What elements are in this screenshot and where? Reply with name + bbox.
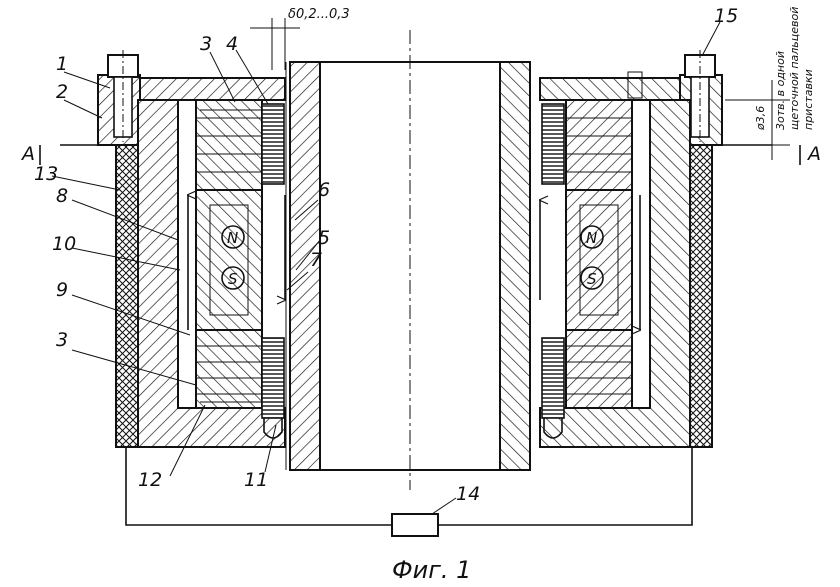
shaft-sleeve-right xyxy=(499,61,531,471)
label-15: 15 xyxy=(714,5,738,27)
right-half-assembly xyxy=(539,50,723,448)
label-5: 5 xyxy=(318,227,330,249)
label-3-top: 3 xyxy=(200,33,212,55)
label-13: 13 xyxy=(34,163,58,185)
lower-brush-block-right xyxy=(565,329,633,409)
gap-dimension: δ0,2...0,3 xyxy=(288,7,350,22)
leader-lines xyxy=(51,21,721,515)
label-14: 14 xyxy=(456,483,480,505)
lower-spring-right xyxy=(541,337,565,419)
circuit-wire xyxy=(125,447,392,526)
permanent-magnet xyxy=(195,189,263,331)
central-shaft xyxy=(285,30,531,490)
upper-brush-block xyxy=(195,99,263,191)
label-3-bottom: 3 xyxy=(56,329,68,351)
label-11: 11 xyxy=(244,469,268,491)
label-9: 9 xyxy=(56,279,68,301)
section-mark-left: A xyxy=(20,143,35,165)
pole-north-left: N xyxy=(227,229,238,247)
hole-note-line2: щеточной пальцевой xyxy=(788,7,801,130)
hole-note-line1: 3отв. в одной xyxy=(774,51,787,130)
pole-south-right: S xyxy=(587,270,597,288)
label-12: 12 xyxy=(138,469,162,491)
lower-brush-block xyxy=(195,329,263,409)
label-8: 8 xyxy=(56,185,68,207)
label-1: 1 xyxy=(56,53,68,75)
upper-spring xyxy=(261,103,285,185)
hole-dimension: ø3,6 xyxy=(754,106,767,131)
pole-south-left: S xyxy=(228,270,238,288)
section-mark-right: A xyxy=(806,143,821,165)
figure-caption: Фиг. 1 xyxy=(392,556,471,584)
upper-brush-block-right xyxy=(565,99,633,191)
label-2: 2 xyxy=(56,81,68,103)
insulating-sleeve-right xyxy=(689,144,713,448)
label-7: 7 xyxy=(310,249,322,271)
shaft-sleeve-left xyxy=(289,61,321,471)
left-half-assembly xyxy=(97,50,286,448)
permanent-magnet-right xyxy=(565,189,633,331)
measuring-device xyxy=(391,513,439,537)
label-4: 4 xyxy=(226,33,238,55)
pole-north-right: N xyxy=(586,229,597,247)
label-10: 10 xyxy=(52,233,76,255)
upper-spring-right xyxy=(541,103,565,185)
label-6: 6 xyxy=(318,179,330,201)
lower-spring xyxy=(261,337,285,419)
hole-note-line3: приставки xyxy=(802,69,815,130)
